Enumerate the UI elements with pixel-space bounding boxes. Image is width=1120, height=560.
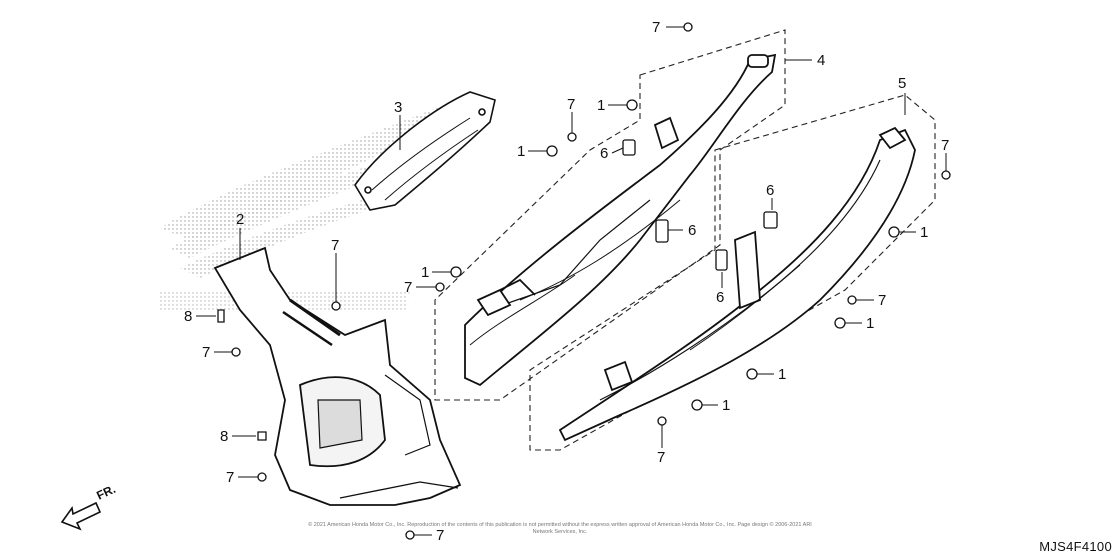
grommet-1b xyxy=(546,145,558,157)
callout-7: 7 xyxy=(226,469,234,486)
callout-1: 1 xyxy=(421,264,429,281)
clip-6c xyxy=(763,211,778,229)
screw-7c xyxy=(435,282,445,292)
grommet-1f xyxy=(746,368,758,380)
part-3-inner-cover xyxy=(354,91,496,211)
part-5-side-cover xyxy=(558,126,916,442)
screw-7e xyxy=(231,347,241,357)
callout-8: 8 xyxy=(184,308,192,325)
callout-6: 6 xyxy=(716,289,724,306)
screw-7a xyxy=(683,22,693,32)
front-label: FR. xyxy=(94,482,117,503)
callout-1: 1 xyxy=(920,224,928,241)
callout-7: 7 xyxy=(404,279,412,296)
hardware xyxy=(217,22,951,540)
screw-8b xyxy=(257,431,267,441)
grommet-1a xyxy=(626,99,638,111)
screw-7b xyxy=(567,132,577,142)
grommet-1e xyxy=(834,317,846,329)
screw-8a xyxy=(217,309,225,323)
callout-7: 7 xyxy=(652,19,660,36)
group-outlines xyxy=(434,29,936,451)
callout-3: 3 xyxy=(394,99,402,116)
screw-7h xyxy=(941,170,951,180)
callout-7: 7 xyxy=(657,449,665,466)
callout-7: 7 xyxy=(567,96,575,113)
callout-1: 1 xyxy=(866,315,874,332)
screw-7i xyxy=(847,295,857,305)
screw-7d xyxy=(331,301,341,311)
callout-8: 8 xyxy=(220,428,228,445)
diagram-code: MJS4F4100 xyxy=(1039,539,1112,554)
callout-7: 7 xyxy=(202,344,210,361)
clip-6a xyxy=(622,139,636,156)
outline-part-4 xyxy=(434,29,786,401)
callout-4: 4 xyxy=(817,52,825,69)
callout-6: 6 xyxy=(600,145,608,162)
clip-6b xyxy=(655,219,669,243)
leader-lines xyxy=(196,26,947,536)
callout-7: 7 xyxy=(941,137,949,154)
callouts: 7 4 5 3 1 7 1 6 6 6 6 2 1 7 7 8 7 8 7 7 … xyxy=(184,19,949,544)
part-2-front-cowl xyxy=(213,246,462,506)
callout-1: 1 xyxy=(778,366,786,383)
screw-7j xyxy=(657,416,667,426)
callout-6: 6 xyxy=(766,182,774,199)
callout-6: 6 xyxy=(688,222,696,239)
callout-7: 7 xyxy=(331,237,339,254)
callout-1: 1 xyxy=(722,397,730,414)
callout-2: 2 xyxy=(236,211,244,228)
callout-7: 7 xyxy=(878,292,886,309)
copyright-notice: © 2021 American Honda Motor Co., Inc. Re… xyxy=(308,522,812,535)
callout-7: 7 xyxy=(436,527,444,544)
screw-7f xyxy=(257,472,267,482)
grommet-1g xyxy=(691,399,703,411)
callout-5: 5 xyxy=(898,75,906,92)
grommet-1c xyxy=(450,266,462,278)
clip-6d xyxy=(715,249,728,271)
callout-1: 1 xyxy=(597,97,605,114)
part-4-side-cover xyxy=(464,53,777,387)
grommet-1d xyxy=(888,226,900,238)
outline-part-5 xyxy=(529,94,936,451)
front-arrow: FR. xyxy=(60,482,118,531)
callout-1: 1 xyxy=(517,143,525,160)
